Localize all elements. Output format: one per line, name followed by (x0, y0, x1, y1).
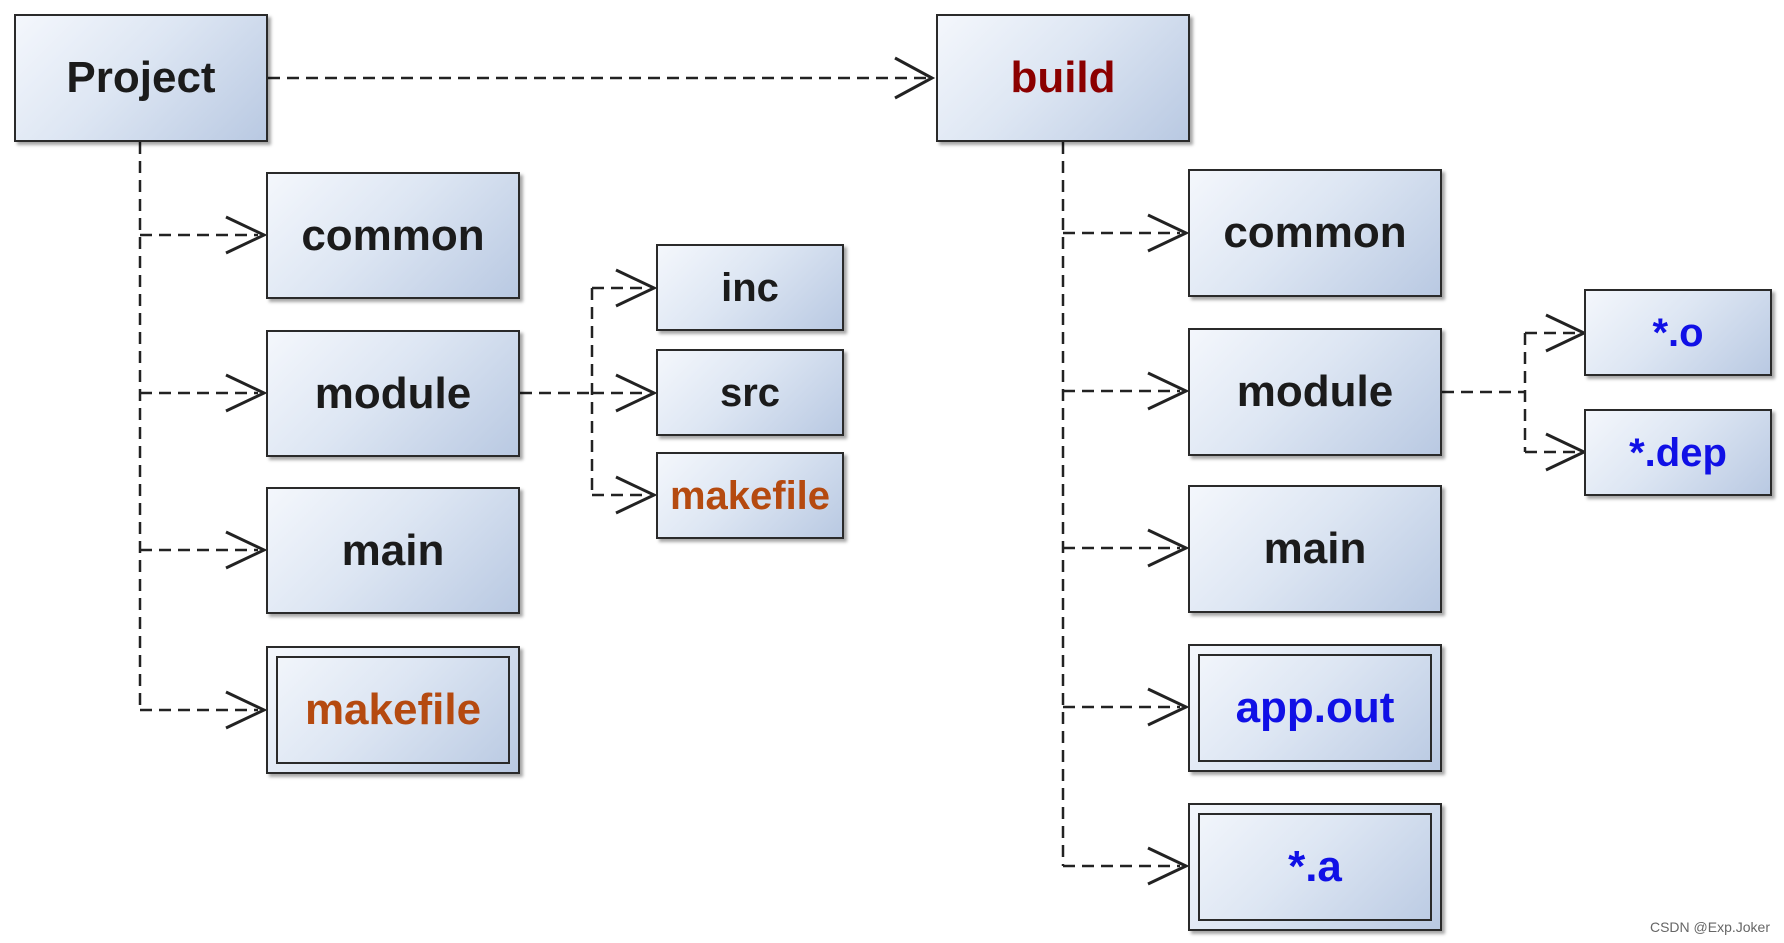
node-src-common-label: common (301, 210, 485, 260)
node-build-app-out-label: app.out (1235, 683, 1395, 732)
node-build-module-label: module (1236, 367, 1394, 416)
node-build-common-label: common (1223, 208, 1407, 257)
node-src-makefile-inner-frame: makefile (276, 656, 510, 764)
node-build-module: module (1188, 328, 1442, 456)
node-module-src-label: src (719, 370, 781, 415)
node-src-main-label: main (341, 525, 445, 575)
arrowhead-src (615, 373, 658, 413)
node-build: build (936, 14, 1190, 142)
node-src-common: common (266, 172, 520, 299)
arrowhead-module-makefile (615, 475, 658, 515)
node-build-main-label: main (1263, 524, 1367, 573)
node-build-lib-a-label: *.a (1288, 842, 1342, 891)
node-module-makefile: makefile (656, 452, 844, 539)
node-src-module-label: module (314, 368, 472, 418)
node-build-app-out-inner-frame: app.out (1198, 654, 1432, 762)
node-build-main: main (1188, 485, 1442, 613)
node-build-label: build (1010, 53, 1116, 102)
node-module-makefile-label: makefile (669, 473, 831, 518)
arrowhead-build (894, 56, 936, 100)
node-module-inc-label: inc (721, 265, 779, 310)
arrowhead-build-module (1147, 371, 1190, 411)
node-src-makefile-label: makefile (304, 685, 482, 734)
node-build-common: common (1188, 169, 1442, 297)
node-src-module: module (266, 330, 520, 457)
node-build-obj-o: *.o (1584, 289, 1772, 376)
arrowhead-main (225, 530, 268, 570)
node-module-inc: inc (656, 244, 844, 331)
node-project-label: Project (66, 53, 216, 102)
arrowhead-build-appout (1147, 687, 1190, 727)
watermark: CSDN @Exp.Joker (1649, 919, 1770, 935)
arrowhead-build-common (1147, 213, 1190, 253)
arrowhead-module (225, 373, 268, 413)
node-src-main: main (266, 487, 520, 614)
node-project: Project (14, 14, 268, 142)
node-build-app-out: app.out (1188, 644, 1442, 772)
node-module-src: src (656, 349, 844, 436)
node-build-obj-o-label: *.o (1652, 310, 1704, 355)
arrowhead-common (225, 215, 268, 255)
node-build-lib-a: *.a (1188, 803, 1442, 931)
node-build-lib-a-inner-frame: *.a (1198, 813, 1432, 921)
node-build-dep: *.dep (1584, 409, 1772, 496)
arrowhead-build-liba (1147, 846, 1190, 886)
node-build-dep-label: *.dep (1629, 430, 1727, 475)
arrowhead-build-main (1147, 528, 1190, 568)
node-src-makefile: makefile (266, 646, 520, 774)
arrowhead-inc (615, 268, 658, 308)
arrowhead-makefile (225, 690, 268, 730)
